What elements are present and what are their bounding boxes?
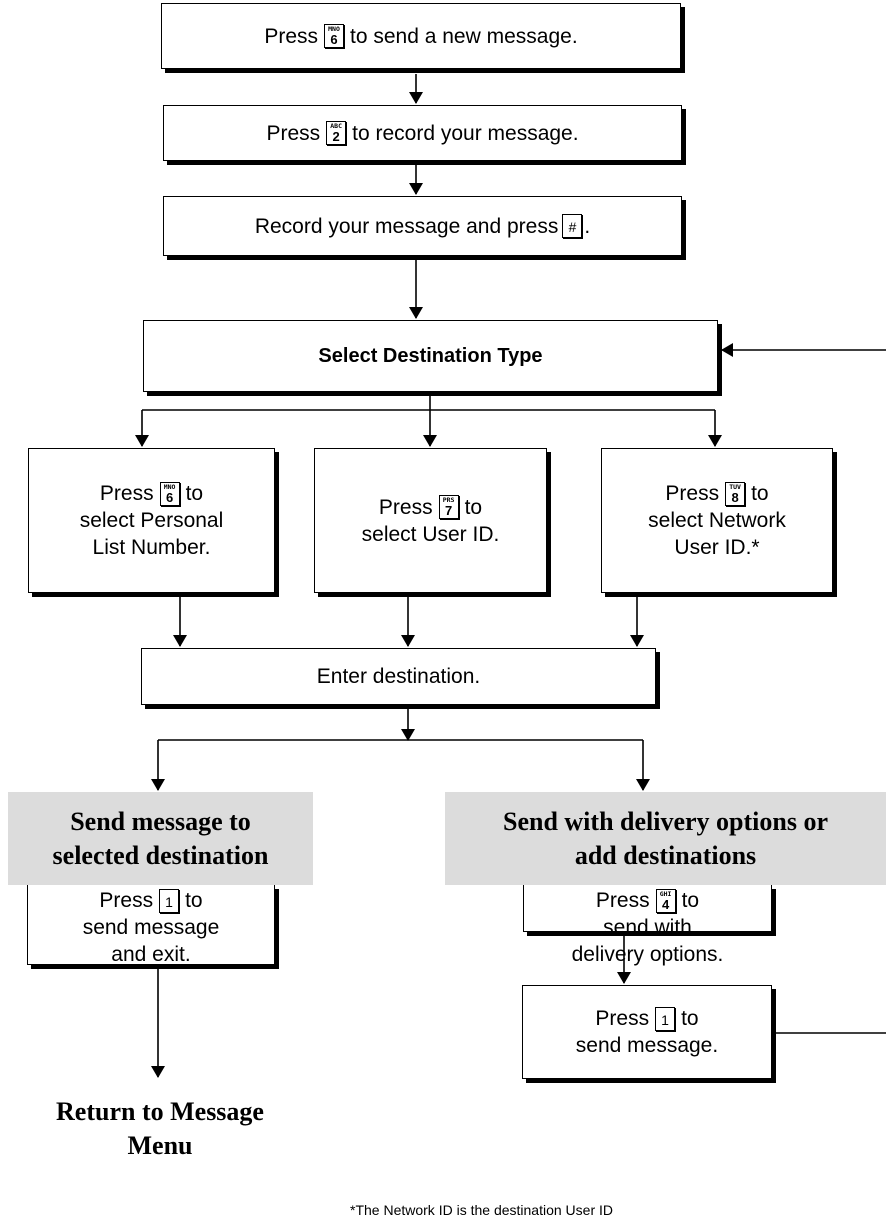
send-and-exit-step: Press 1 to send message and exit.	[27, 885, 275, 966]
key-1-icon: 1	[655, 1006, 676, 1031]
key-1-icon: 1	[159, 888, 180, 913]
return-to-message-menu: Return to Message Menu	[56, 1097, 264, 1160]
record-press-hash-step: Record your message and press # .	[163, 196, 682, 256]
send-with-options-heading: Send with delivery options or add destin…	[445, 792, 886, 885]
send-message-step: Press 1 to send message.	[522, 985, 772, 1079]
enter-destination-step: Enter destination.	[141, 648, 656, 705]
hash-key-icon: #	[562, 214, 583, 238]
send-to-selected-heading: Send message to selected destination	[8, 792, 313, 885]
select-destination-type: Select Destination Type	[143, 320, 718, 392]
footnote: *The Network ID is the destination User …	[350, 1202, 613, 1218]
